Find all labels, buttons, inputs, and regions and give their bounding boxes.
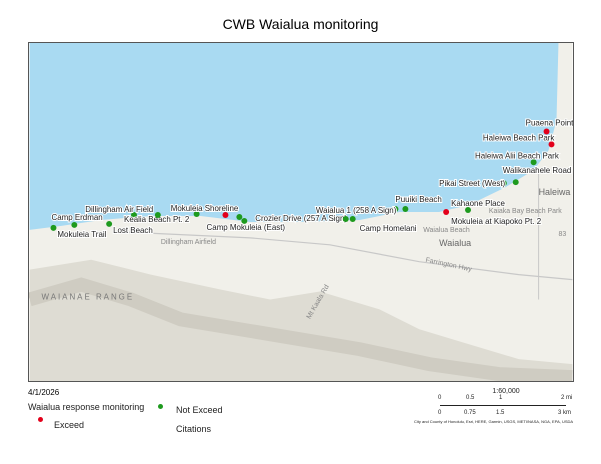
map-view[interactable]: WAIANAE RANGE Farrington Hwy Waialua Hal… bbox=[28, 42, 574, 382]
site-marker-haleiwa-alii-beach-park[interactable] bbox=[530, 159, 537, 166]
site-label-kahaone-place: Kahaone Place bbox=[451, 199, 505, 208]
site-label-kealia-beach-pt-2: Kealia Beach Pt. 2 bbox=[124, 215, 190, 224]
mountains bbox=[29, 259, 573, 381]
map-title: CWB Waialua monitoring bbox=[222, 16, 379, 32]
scale-mi-3: 2 mi bbox=[561, 395, 573, 401]
site-marker-kealia-beach-pt-2[interactable] bbox=[131, 212, 137, 218]
site-marker-crozier-drive-257-a-sign[interactable] bbox=[236, 213, 243, 220]
site-marker-walikanahele-road[interactable] bbox=[512, 179, 519, 186]
site-marker-mokuleia-trail[interactable] bbox=[71, 221, 78, 228]
site-label-puaena-point: Puaena Point bbox=[526, 119, 574, 128]
legend-exceed-dot bbox=[38, 417, 43, 422]
site-marker-camp-mokuleia-east[interactable] bbox=[222, 212, 229, 218]
scale-km-0: 0 bbox=[438, 410, 442, 416]
site-marker-mokuleia-at-kiapoko-pt-2[interactable] bbox=[443, 209, 450, 215]
label-haleiwa: Haleiwa bbox=[539, 187, 571, 197]
site-label-camp-mokuleia-east: Camp Mokuleia (East) bbox=[207, 223, 286, 232]
site-label-mokuleia-shoreline: Mokuleia Shoreline bbox=[171, 204, 239, 213]
site-marker-haleiwa-beach-park[interactable] bbox=[548, 141, 555, 148]
site-label-dillingham-air-field: Dillingham Air Field bbox=[85, 205, 153, 214]
site-marker[interactable] bbox=[349, 215, 356, 222]
label-kaiaka-bay-beach-park: Kaiaka Bay Beach Park bbox=[489, 208, 562, 215]
site-label-pikai-street-west: Pikai Street (West) bbox=[439, 179, 505, 188]
legend-not-exceed-dot bbox=[158, 404, 163, 409]
label-waialua-beach: Waialua Beach bbox=[423, 227, 470, 234]
scale-mi-2: 1 bbox=[499, 395, 503, 401]
site-label-walikanahele-road: Walikanahele Road bbox=[503, 166, 572, 175]
site-label-camp-homelani: Camp Homelani bbox=[360, 224, 417, 233]
site-label-camp-erdman: Camp Erdman bbox=[51, 213, 102, 222]
site-label-mokuleia-trail: Mokuleia Trail bbox=[57, 230, 106, 239]
scale-bar: 1:60,000 0 0.5 1 2 mi 0 0.75 1.5 3 km Ci… bbox=[414, 388, 576, 424]
site-label-haleiwa-alii-beach-park: Haleiwa Alii Beach Park bbox=[475, 151, 559, 160]
site-marker-mokuleia-shoreline[interactable] bbox=[193, 211, 200, 217]
legend-layer-title: Waialua response monitoring bbox=[28, 402, 145, 412]
site-marker-waialua-1-258-a-sign[interactable] bbox=[392, 206, 399, 212]
site-marker[interactable] bbox=[241, 217, 248, 224]
scale-ratio: 1:60,000 bbox=[492, 388, 520, 395]
site-marker-pikai-street-west[interactable] bbox=[500, 180, 507, 187]
label-waialua: Waialua bbox=[439, 238, 471, 248]
print-date: 4/1/2026 bbox=[28, 388, 60, 397]
site-marker-dillingham-air-field[interactable] bbox=[154, 212, 161, 218]
legend-citations-label: Citations bbox=[176, 424, 212, 434]
route-shield: 83 bbox=[558, 231, 566, 238]
site-marker-lost-beach[interactable] bbox=[106, 220, 113, 227]
site-marker-camp-erdman[interactable] bbox=[50, 224, 57, 231]
scale-km-3: 3 km bbox=[558, 410, 572, 416]
map-credits: City and County of Honolulu, Esri, HERE,… bbox=[414, 419, 574, 424]
label-airfield: Dillingham Airfield bbox=[161, 239, 216, 246]
scale-mi-0: 0 bbox=[438, 395, 442, 401]
site-label-crozier-drive-257-a-sign: Crozier Drive (257 A Sign) bbox=[255, 214, 347, 223]
site-label-lost-beach: Lost Beach bbox=[113, 226, 153, 235]
legend-not-exceed-label: Not Exceed bbox=[176, 405, 223, 415]
site-marker-kahaone-place[interactable] bbox=[465, 207, 471, 213]
site-label-waialua-1-258-a-sign: Waialua 1 (258 A Sign) bbox=[316, 206, 397, 215]
ocean bbox=[29, 43, 559, 230]
site-label-haleiwa-beach-park: Haleiwa Beach Park bbox=[483, 133, 555, 142]
scale-km-2: 1.5 bbox=[496, 410, 505, 416]
site-label-mokuleia-at-kiapoko-pt-2: Mokuleia at Kiapoko Pt. 2 bbox=[451, 217, 542, 226]
scale-km-1: 0.75 bbox=[464, 410, 476, 416]
site-marker-puuiki-beach[interactable] bbox=[402, 206, 409, 212]
scale-mi-1: 0.5 bbox=[466, 395, 475, 401]
site-marker-camp-homelani[interactable] bbox=[342, 215, 349, 222]
site-marker-puaena-point[interactable] bbox=[543, 128, 550, 135]
label-waianae-range: WAIANAE RANGE bbox=[42, 292, 135, 301]
legend-exceed-label: Exceed bbox=[54, 420, 85, 430]
highway bbox=[121, 231, 573, 281]
site-label-puuiki-beach: Puuiki Beach bbox=[395, 195, 441, 204]
